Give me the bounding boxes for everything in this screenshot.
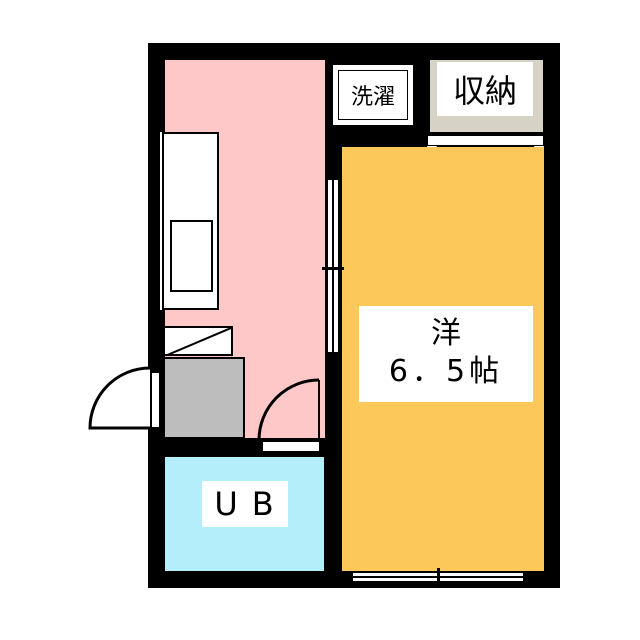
western-room-label: 洋 6．5帖 bbox=[359, 306, 533, 402]
storage-label: 収納 bbox=[437, 62, 533, 116]
entrance-door-swing-icon bbox=[88, 366, 151, 430]
kitchen-sink bbox=[170, 220, 213, 292]
laundry-label: 洗濯 bbox=[338, 70, 408, 120]
entrance-door-frame[interactable] bbox=[150, 371, 161, 429]
refrigerator bbox=[163, 357, 245, 439]
room-size: 6．5帖 bbox=[388, 354, 504, 389]
window-mark bbox=[437, 568, 440, 588]
bathroom-door-swing-icon bbox=[257, 378, 320, 441]
sliding-door-kitchen-western[interactable] bbox=[326, 180, 340, 352]
unit-bath-label: UB bbox=[202, 481, 288, 527]
counter-edge bbox=[160, 132, 164, 310]
washer-space bbox=[165, 326, 233, 356]
bathroom-door-frame[interactable] bbox=[262, 441, 320, 452]
room-type: 洋 bbox=[431, 316, 461, 351]
sliding-door-mark bbox=[322, 267, 344, 270]
storage-door-rail[interactable] bbox=[428, 136, 543, 146]
